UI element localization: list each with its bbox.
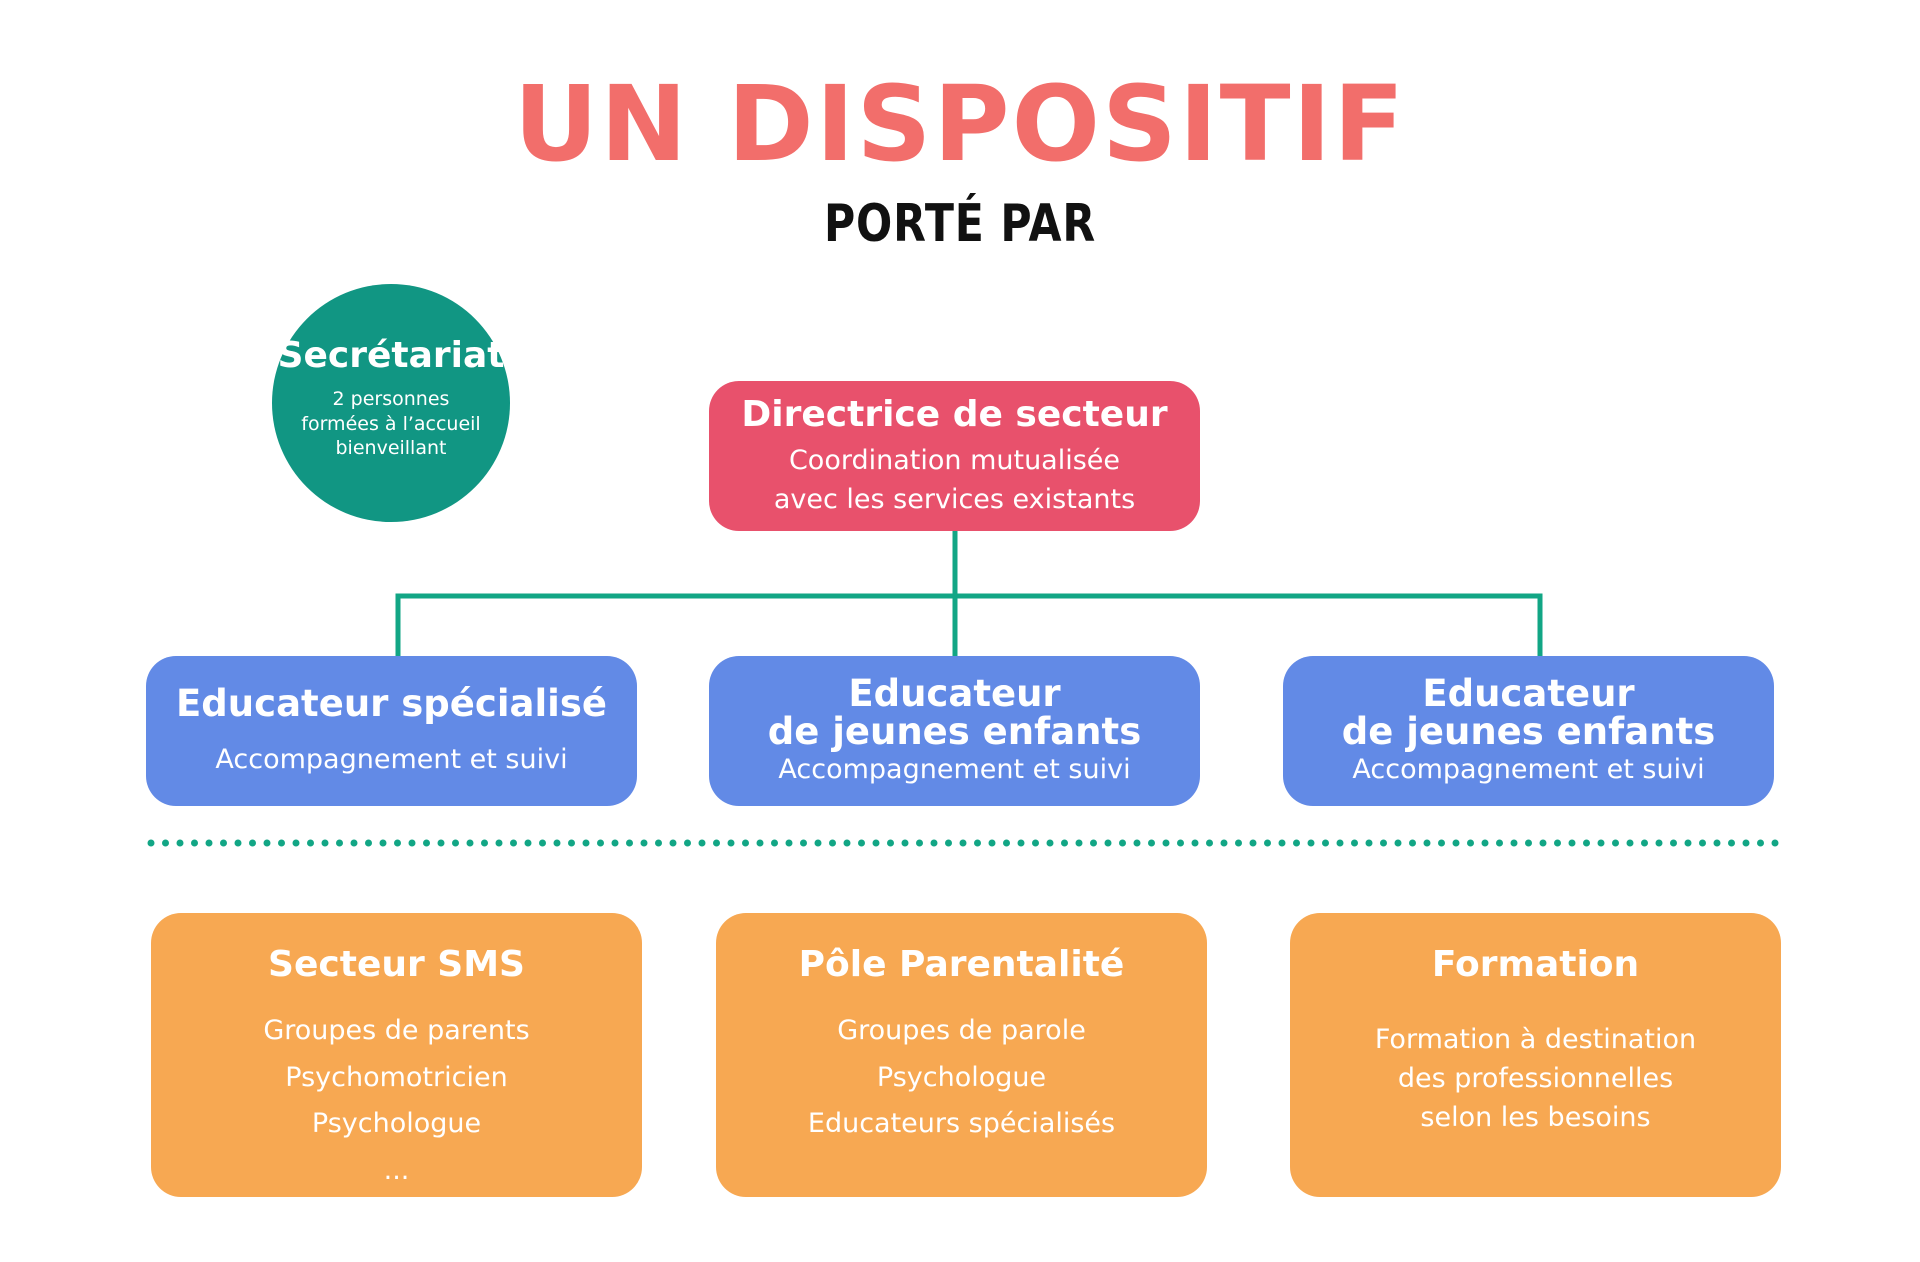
partner-line: Groupes de parents bbox=[263, 1015, 530, 1047]
secretariat-circle: Secrétariat 2 personnes formées à l’accu… bbox=[272, 284, 510, 522]
educator-box: Educateur de jeunes enfants Accompagneme… bbox=[1283, 656, 1774, 806]
educator-subtitle: Accompagnement et suivi bbox=[778, 753, 1131, 785]
educator-box: Educateur de jeunes enfants Accompagneme… bbox=[709, 656, 1200, 806]
partner-line: Educateurs spécialisés bbox=[807, 1108, 1116, 1140]
partner-title: Formation bbox=[1431, 944, 1640, 985]
partner-box: Secteur SMS Groupes de parents Psychomot… bbox=[151, 913, 642, 1197]
director-box: Directrice de secteur Coordination mutua… bbox=[709, 381, 1200, 531]
partner-box: Pôle Parentalité Groupes de parole Psych… bbox=[716, 913, 1207, 1197]
secretariat-line: bienveillant bbox=[335, 436, 447, 459]
educator-title: de jeunes enfants bbox=[767, 710, 1142, 754]
partner-line: Groupes de parole bbox=[837, 1015, 1086, 1047]
partner-line: Formation à destination bbox=[1374, 1024, 1697, 1056]
connector-path bbox=[395, 531, 1543, 656]
educator-title: de jeunes enfants bbox=[1341, 710, 1716, 754]
director-line: Coordination mutualisée bbox=[788, 445, 1121, 477]
educator-subtitle: Accompagnement et suivi bbox=[1352, 753, 1705, 785]
secretariat-line: 2 personnes bbox=[332, 388, 450, 411]
secretariat-title: Secrétariat bbox=[277, 334, 505, 376]
partner-line: des professionnelles bbox=[1397, 1063, 1674, 1095]
partner-line: Psychologue bbox=[311, 1108, 482, 1140]
partner-title: Secteur SMS bbox=[268, 944, 525, 985]
secretariat-line: formées à l’accueil bbox=[301, 412, 481, 435]
partner-line: Psychomotricien bbox=[285, 1061, 508, 1093]
partner-line: selon les besoins bbox=[1420, 1102, 1651, 1134]
educator-title: Educateur bbox=[1422, 671, 1635, 715]
director-line: avec les services existants bbox=[773, 483, 1136, 515]
educator-title: Educateur bbox=[848, 671, 1061, 715]
educator-subtitle: Accompagnement et suivi bbox=[215, 743, 568, 775]
subtitle: PORTÉ PAR bbox=[823, 194, 1097, 254]
partner-line: ... bbox=[383, 1154, 410, 1186]
director-title: Directrice de secteur bbox=[741, 394, 1168, 436]
educator-box: Educateur spécialisé Accompagnement et s… bbox=[146, 656, 637, 806]
partner-box: Formation Formation à destination des pr… bbox=[1290, 913, 1781, 1197]
educator-title: Educateur spécialisé bbox=[176, 682, 607, 726]
dotted-separator bbox=[147, 839, 1786, 847]
main-title: UN DISPOSITIF bbox=[513, 63, 1407, 185]
partner-title: Pôle Parentalité bbox=[798, 944, 1125, 985]
partner-line: Psychologue bbox=[876, 1061, 1047, 1093]
